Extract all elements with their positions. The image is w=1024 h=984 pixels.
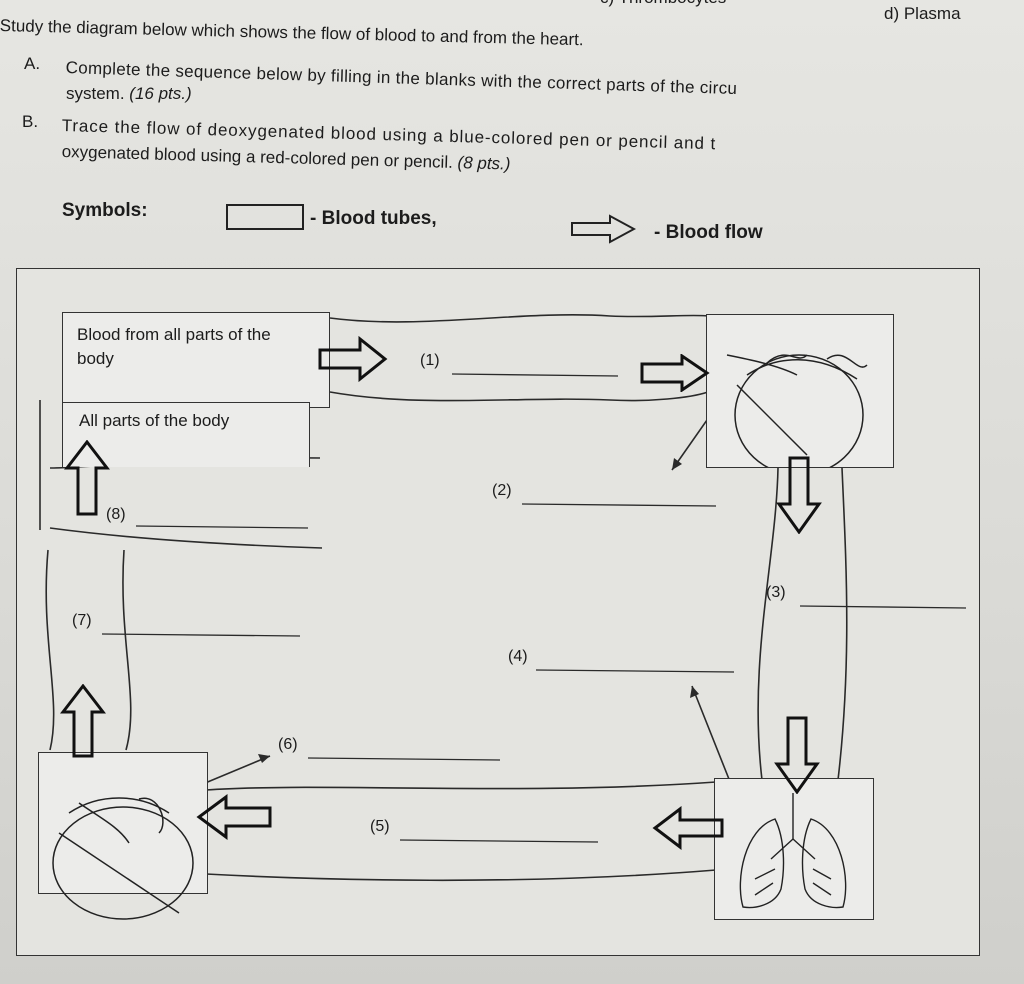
blood-flow-label: - Blood flow bbox=[654, 222, 763, 243]
lungs-box bbox=[714, 778, 874, 920]
right-arrow-icon bbox=[640, 354, 710, 392]
right-arrow-icon bbox=[571, 214, 636, 244]
heart-icon bbox=[52, 797, 194, 920]
blank-4: (4) bbox=[508, 648, 528, 665]
right-arrow-icon bbox=[318, 336, 388, 382]
symbols-label: Symbols: bbox=[62, 200, 148, 221]
blank-8: (8) bbox=[106, 506, 126, 523]
blank-6: (6) bbox=[278, 736, 298, 753]
blood-tube-symbol bbox=[226, 204, 304, 230]
left-arrow-icon bbox=[196, 794, 272, 840]
option-d: d) Plasma bbox=[884, 4, 961, 23]
blank-1: (1) bbox=[420, 352, 440, 369]
part-a-text-2: system. (16 pts.) bbox=[66, 84, 192, 103]
heart-box-bottom bbox=[38, 752, 208, 920]
down-arrow-icon bbox=[776, 456, 822, 534]
left-arrow-icon bbox=[652, 806, 724, 850]
blank-7: (7) bbox=[72, 612, 92, 629]
down-arrow-icon bbox=[774, 716, 820, 794]
body-out-box: All parts of the body bbox=[62, 402, 310, 467]
body-in-box: Blood from all parts of the body bbox=[62, 312, 330, 408]
body-out-label: All parts of the body bbox=[79, 411, 230, 430]
heart-icon bbox=[726, 354, 868, 476]
option-c: c) Thrombocytes bbox=[600, 0, 726, 8]
blank-3: (3) bbox=[766, 584, 786, 601]
blood-tube-label: - Blood tubes, bbox=[310, 208, 437, 229]
blank-5: (5) bbox=[370, 818, 390, 835]
up-arrow-icon bbox=[60, 684, 106, 758]
part-b-marker: B. bbox=[22, 112, 39, 131]
lungs-icon bbox=[739, 793, 847, 909]
up-arrow-icon bbox=[64, 440, 110, 516]
part-a-marker: A. bbox=[24, 54, 41, 73]
blank-2: (2) bbox=[492, 482, 512, 499]
body-in-label: Blood from all parts of the body bbox=[77, 325, 271, 368]
heart-box-top bbox=[706, 314, 894, 476]
